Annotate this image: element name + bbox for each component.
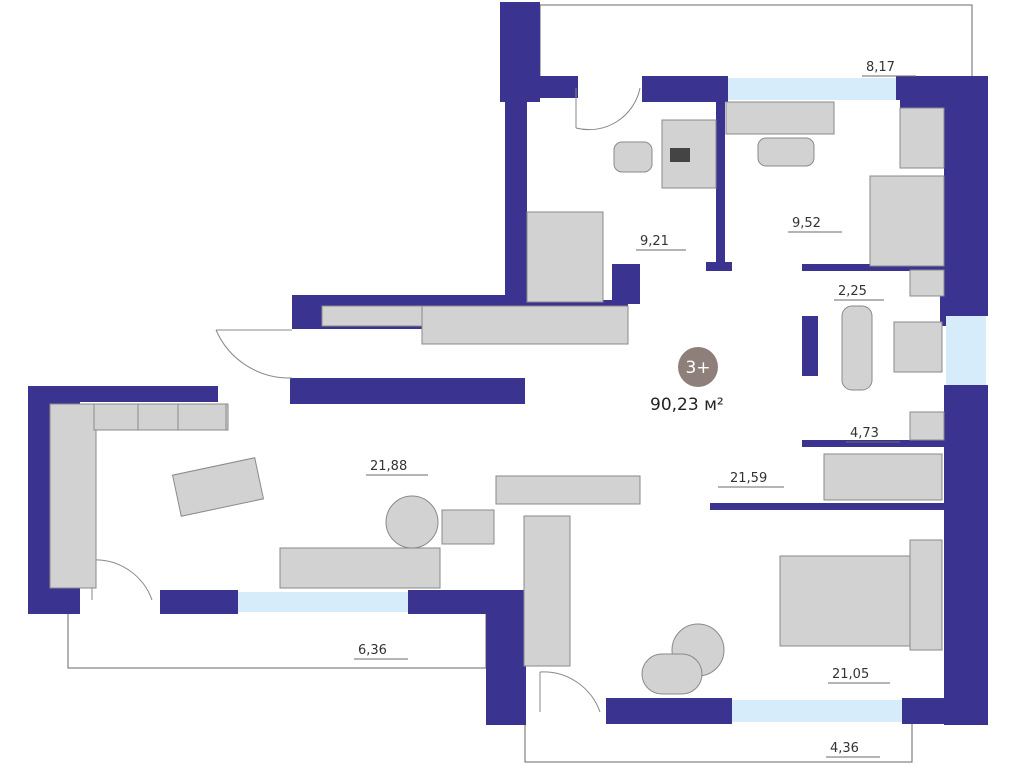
area-label-bedroom-right: 9,52 bbox=[792, 216, 821, 231]
windows bbox=[238, 78, 986, 722]
rooms-badge: 3+ bbox=[678, 347, 718, 387]
area-label-kitchen-living: 21,88 bbox=[370, 459, 407, 474]
doors bbox=[91, 87, 641, 713]
area-label-balcony-left: 6,36 bbox=[358, 643, 387, 658]
area-label-bedroom-left: 9,21 bbox=[640, 234, 669, 249]
rooms-badge-text: 3+ bbox=[685, 358, 710, 378]
room-area-labels: 8,17 9,21 9,52 2,25 21,88 4,73 21,59 6,3… bbox=[358, 60, 895, 756]
furniture bbox=[49, 101, 945, 695]
area-label-underlines bbox=[354, 75, 916, 758]
area-label-hall: 21,59 bbox=[730, 471, 767, 486]
total-area: 90,23 м² bbox=[650, 395, 724, 415]
area-label-bedroom-bottom: 21,05 bbox=[832, 667, 869, 682]
area-label-bath-large: 4,73 bbox=[850, 426, 879, 441]
area-label-balcony-top: 8,17 bbox=[866, 60, 895, 75]
walls bbox=[28, 2, 988, 725]
area-label-bath-small: 2,25 bbox=[838, 284, 867, 299]
area-label-balcony-bottom: 4,36 bbox=[830, 741, 859, 756]
rooms-badge-circle bbox=[678, 347, 718, 387]
